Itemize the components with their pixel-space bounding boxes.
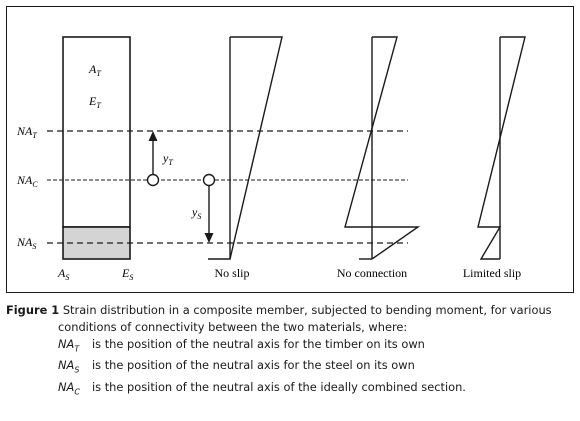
- caption-text-line-1: Strain distribution in a composite membe…: [62, 303, 552, 317]
- caption-line-1: Figure 1 Strain distribution in a compos…: [6, 302, 574, 319]
- caption-symbol-na-s: NAS: [58, 358, 80, 375]
- case-label-limited-slip: Limited slip: [463, 266, 521, 280]
- timber-modulus-label: ET: [88, 94, 101, 110]
- na-c-label: NAC: [16, 173, 38, 189]
- y-s-label: yS: [191, 205, 201, 221]
- na-t-label: NAT: [16, 124, 37, 140]
- na-s-label: NAS: [16, 235, 36, 251]
- no-slip-profile: [208, 36, 283, 260]
- case-label-no-connection: No connection: [337, 266, 407, 280]
- case-label-no-slip: No slip: [214, 266, 249, 280]
- caption-definition-na-t: NAT is the position of the neutral axis f…: [6, 336, 574, 357]
- figure-caption: Figure 1 Strain distribution in a compos…: [6, 302, 574, 400]
- caption-definition-na-s: NAS is the position of the neutral axis f…: [6, 357, 574, 378]
- steel-modulus-label: ES: [121, 266, 133, 282]
- limited-slip-profile: [477, 36, 526, 260]
- caption-definition-text: is the position of the neutral axis of t…: [92, 379, 466, 394]
- no-connection-steel-profile: [371, 226, 421, 260]
- na-c-marker-steel: [202, 173, 216, 187]
- caption-text-line-2: conditions of connectivity between the t…: [58, 320, 408, 334]
- no-connection-timber-profile: [344, 36, 398, 228]
- diagram-border: [6, 6, 574, 293]
- na-c-marker: [146, 173, 160, 187]
- y-t-label: yT: [162, 151, 173, 167]
- caption-figure-label: Figure 1: [6, 303, 60, 317]
- caption-definition-na-c: NAC is the position of the neutral axis o…: [6, 379, 574, 400]
- caption-symbol-na-c: NAC: [58, 379, 80, 396]
- y-t-arrow-head: [148, 131, 158, 141]
- timber-area-label: AT: [88, 62, 101, 78]
- caption-definition-text: is the position of the neutral axis for …: [92, 337, 425, 351]
- caption-symbol-na-t: NAT: [58, 337, 80, 354]
- y-s-arrow-head: [204, 233, 214, 243]
- caption-definition-text: is the position of the neutral axis for …: [92, 358, 415, 373]
- timber-section: [62, 36, 131, 228]
- steel-area-label: AS: [57, 266, 69, 282]
